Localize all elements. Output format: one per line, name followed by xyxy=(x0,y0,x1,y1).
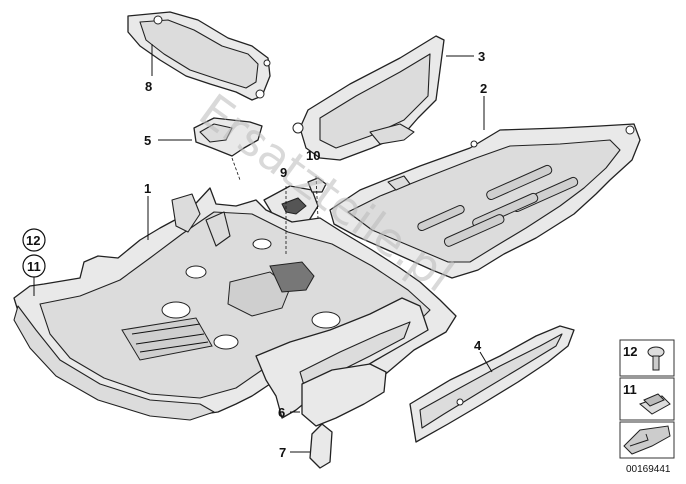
callout-3: 3 xyxy=(478,49,485,64)
part-2-rear-underbody-panel xyxy=(329,123,641,279)
callout-11: 11 xyxy=(27,259,41,274)
callout-7: 7 xyxy=(279,445,286,460)
connector-5 xyxy=(231,157,241,181)
reference-number: 00169441 xyxy=(626,464,671,475)
screw-icon xyxy=(647,346,665,371)
callout-5: 5 xyxy=(144,133,151,148)
callout-9: 9 xyxy=(280,165,287,180)
gasket-arrow-icon xyxy=(623,425,671,455)
callout-2: 2 xyxy=(480,81,487,96)
hardware-legend: 12 11 00169441 xyxy=(619,339,675,475)
callout-10: 10 xyxy=(306,148,320,163)
callout-1: 1 xyxy=(144,181,151,196)
part-3-side-shield xyxy=(292,35,445,161)
part-7-end-piece xyxy=(301,363,387,469)
callout-4: 4 xyxy=(474,338,482,353)
callout-6: 6 xyxy=(278,405,285,420)
legend-11-label: 11 xyxy=(623,382,637,397)
part-5-bracket xyxy=(193,117,263,157)
part-8-heat-shield xyxy=(127,11,271,101)
clip-nut-icon xyxy=(639,393,671,415)
callout-11-circled: 11 xyxy=(22,254,46,278)
leader-4 xyxy=(479,351,493,373)
callout-12: 12 xyxy=(26,233,40,248)
callout-8: 8 xyxy=(145,79,152,94)
callout-12-circled: 12 xyxy=(22,228,46,252)
legend-12-label: 12 xyxy=(623,344,637,359)
connector-10 xyxy=(315,175,319,219)
part-4-sill-shield xyxy=(409,325,575,443)
